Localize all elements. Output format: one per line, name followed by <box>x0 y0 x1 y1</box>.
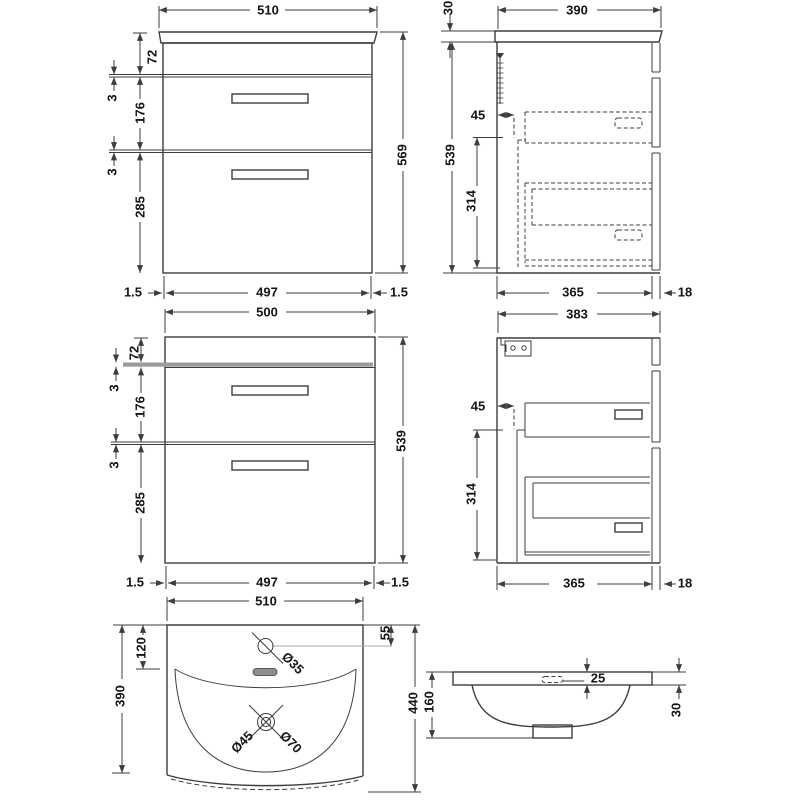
basin-worktop-side <box>494 30 663 43</box>
cabinet-side-outline <box>496 337 660 564</box>
drawer-runner-line <box>516 429 525 562</box>
basin-plan-outline <box>166 624 364 787</box>
dim-height-569: 569 <box>395 144 410 166</box>
basin-front-hidden-edge <box>170 778 360 791</box>
drawer-handle <box>231 385 309 396</box>
dim-gap-3: 3 <box>107 461 122 468</box>
dim-365: 365 <box>563 576 585 591</box>
dim-365: 365 <box>562 285 584 300</box>
dim-gap-1p5: 1.5 <box>126 575 144 590</box>
dim-497: 497 <box>256 575 278 590</box>
drawer-hidden-box <box>524 111 652 144</box>
drawer-divider <box>163 149 372 153</box>
dim-176: 176 <box>133 396 148 418</box>
dim-waste-diameter-70: Ø70 <box>277 728 305 756</box>
dim-120: 120 <box>134 637 149 659</box>
drawer-handle <box>614 409 643 420</box>
dim-gap-1p5: 1.5 <box>124 285 142 300</box>
drawer-divider <box>163 74 372 78</box>
dim-width-500: 500 <box>256 305 278 320</box>
basin-bowl-section <box>471 684 631 728</box>
dim-gap-3: 3 <box>105 94 120 101</box>
view-basin-plan: Ø35 Ø45 Ø70 510 120 390 55 440 <box>112 594 421 793</box>
dim-160: 160 <box>422 691 437 713</box>
dim-gap-3: 3 <box>105 168 120 175</box>
dim-72: 72 <box>127 346 142 360</box>
dim-18: 18 <box>678 576 692 591</box>
dim-383: 383 <box>566 307 588 322</box>
waste-hole-inner <box>260 716 272 728</box>
dim-497: 497 <box>256 285 278 300</box>
drawer-front-edge <box>651 338 661 366</box>
drawer-front-edge <box>651 447 661 563</box>
view-basin-section: 25 30 160 <box>422 658 686 739</box>
overflow-slot-hidden <box>541 676 564 683</box>
view-front-with-basin: 510 72 3 176 3 285 569 1.5 497 1.5 <box>105 3 410 300</box>
dim-45: 45 <box>471 108 485 123</box>
drawer-front-edge <box>651 43 661 73</box>
drawer-hidden-line <box>525 259 652 267</box>
drawer-box <box>524 476 650 556</box>
dim-390: 390 <box>113 685 128 707</box>
waste-hole-outer <box>257 713 275 731</box>
dim-25: 25 <box>591 671 605 686</box>
dim-waste-diameter-45: Ø45 <box>228 728 256 756</box>
drawer-front-edge <box>651 370 661 443</box>
drawer-front-edge <box>651 152 661 271</box>
dim-45: 45 <box>471 399 485 414</box>
dim-tap-hole-diameter: Ø35 <box>279 649 307 677</box>
wall-fixing-bracket <box>500 338 532 357</box>
view-side-cabinet: 383 45 314 365 18 <box>464 307 693 591</box>
drawer-handle <box>614 522 643 533</box>
drawer-handle <box>231 169 309 180</box>
cabinet-outline <box>164 336 376 564</box>
dim-30: 30 <box>669 703 684 717</box>
dim-539: 539 <box>443 144 458 166</box>
dim-314: 314 <box>464 189 479 211</box>
drawer-divider <box>165 441 375 445</box>
dim-55: 55 <box>378 626 393 640</box>
dim-285: 285 <box>133 196 148 218</box>
basin-worktop-outline <box>158 31 378 44</box>
dim-width-510: 510 <box>255 594 277 609</box>
dim-gap-3: 3 <box>107 384 122 391</box>
dim-height-539: 539 <box>394 430 409 452</box>
drawer-handle <box>231 93 309 104</box>
dim-390: 390 <box>566 3 588 18</box>
view-front-cabinet: 500 72 3 176 3 285 539 1.5 497 1.5 <box>107 305 410 590</box>
overflow-slot <box>252 668 278 676</box>
tap-hole <box>257 638 274 654</box>
drawer-front-edge <box>651 77 661 148</box>
waste-outlet <box>532 724 573 739</box>
view-side-with-basin: 30 390 539 45 314 365 18 <box>441 1 693 300</box>
dim-18: 18 <box>678 285 692 300</box>
dim-gap-1p5: 1.5 <box>390 285 408 300</box>
dim-314: 314 <box>464 482 479 504</box>
wall-fixing-screw <box>496 53 504 104</box>
drawer-hidden-handle <box>614 117 643 129</box>
cabinet-side-outline <box>496 42 660 274</box>
drawer-handle <box>231 460 309 471</box>
dim-gap-1p5: 1.5 <box>391 575 409 590</box>
cabinet-outline <box>162 42 373 274</box>
drawer-hidden-box <box>524 182 652 263</box>
top-divider-band <box>123 362 373 367</box>
dim-30: 30 <box>441 1 456 15</box>
dim-176: 176 <box>133 102 148 124</box>
dim-72: 72 <box>145 50 160 64</box>
drawer-hidden-handle <box>614 229 643 241</box>
dim-width-510: 510 <box>257 3 279 18</box>
dim-285: 285 <box>133 492 148 514</box>
drawer-box <box>524 402 650 438</box>
basin-rim-section <box>452 671 653 686</box>
dim-440: 440 <box>406 692 421 714</box>
basin-bowl-outline <box>174 668 357 773</box>
